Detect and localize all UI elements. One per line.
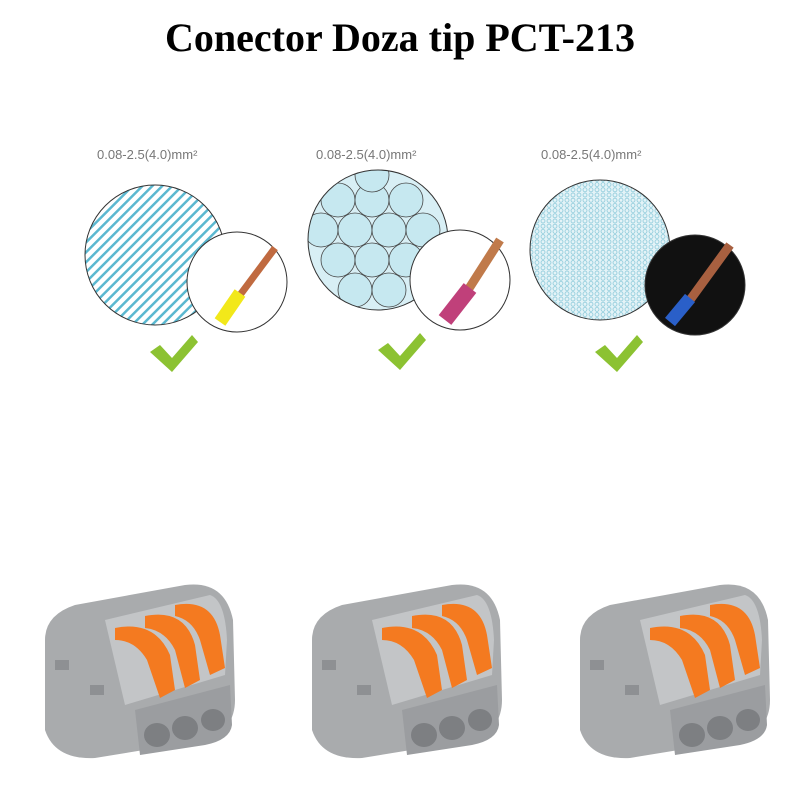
connector-image xyxy=(312,584,502,759)
solid-wire-illustration xyxy=(84,184,288,333)
connector-image xyxy=(45,584,235,759)
wire-spec-stranded: 0.08-2.5(4.0)mm² xyxy=(316,147,417,162)
stranded-wire-illustration xyxy=(307,169,511,331)
fine-stranded-wire-illustration xyxy=(529,179,746,336)
wire-spec-solid: 0.08-2.5(4.0)mm² xyxy=(97,147,198,162)
wire-spec-fine-stranded: 0.08-2.5(4.0)mm² xyxy=(541,147,642,162)
check-icon xyxy=(595,335,643,372)
check-icon xyxy=(378,333,426,370)
check-icon xyxy=(150,335,198,372)
connector-image xyxy=(580,584,770,759)
page-title: Conector Doza tip PCT-213 xyxy=(165,15,635,60)
